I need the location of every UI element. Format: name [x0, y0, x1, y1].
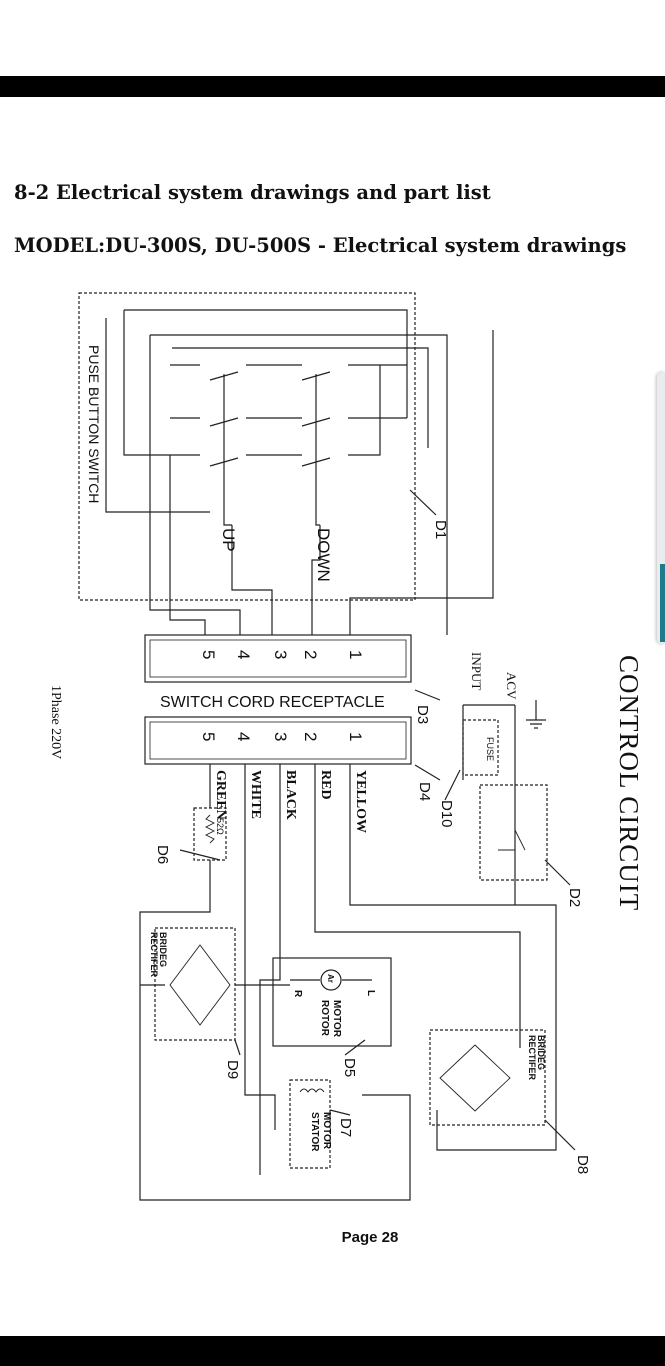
wire-red: RED	[318, 770, 333, 800]
model-subheading: MODEL:DU-300S, DU-500S - Electrical syst…	[14, 234, 627, 257]
pin-3-top: 3	[271, 650, 290, 659]
receptacle-d4	[144, 716, 412, 765]
ref-d3: D3	[414, 705, 431, 724]
ref-d8: D8	[574, 1155, 591, 1174]
electrical-diagram: CONTROL CIRCUIT PUSE BUTTON SWITCH UP DO…	[48, 292, 644, 1201]
rectifier-right-label-1: BRIDEG	[536, 1035, 546, 1070]
fuse-box	[462, 719, 499, 776]
bridge-rectifier-right	[429, 1029, 546, 1126]
phase-label: 1Phase 220V	[48, 685, 63, 759]
switch-d2-box	[479, 784, 548, 881]
control-circuit-label: CONTROL CIRCUIT	[614, 655, 644, 911]
ref-d10: D10	[438, 800, 455, 828]
terminal-l-label: L	[365, 990, 376, 996]
fuse-label: FUSE	[485, 737, 495, 761]
page-number: Page 28	[341, 1229, 399, 1246]
ref-d5: D5	[341, 1058, 358, 1077]
up-label: UP	[219, 528, 238, 552]
pin-1-bottom: 1	[346, 732, 365, 741]
ref-d4: D4	[416, 782, 433, 801]
ref-d6: D6	[154, 845, 171, 864]
pin-4-top: 4	[234, 650, 253, 659]
stator-label: STATOR	[309, 1112, 320, 1152]
resistor-label: 52Ω	[215, 818, 225, 835]
motor-label-rotor: MOTOR	[331, 1000, 342, 1038]
pin-3-bottom: 3	[271, 732, 290, 741]
wire-green: GREEN	[213, 770, 228, 820]
pin-2-top: 2	[301, 650, 320, 659]
acv-label: ACV	[504, 672, 519, 700]
rectifier-left-label-2: RECTIFER	[149, 932, 159, 978]
side-panel-accent	[660, 564, 665, 642]
armature-label: Ar	[326, 974, 335, 983]
pin-1-top: 1	[346, 650, 365, 659]
side-panel-handle[interactable]	[657, 372, 665, 644]
ref-d7: D7	[337, 1118, 354, 1137]
rotor-label: ROTOR	[319, 1000, 330, 1037]
ref-d2: D2	[566, 888, 583, 907]
wire-black: BLACK	[283, 770, 298, 820]
resistor-box	[193, 807, 227, 861]
ref-d9: D9	[224, 1060, 241, 1079]
receptacle-d3	[144, 634, 412, 683]
rectifier-right-label-2: RECTIFER	[527, 1035, 537, 1081]
pin-5-bottom: 5	[199, 732, 218, 741]
wire-white: WHITE	[248, 770, 263, 819]
pin-4-bottom: 4	[234, 732, 253, 741]
motor-stator-box	[289, 1079, 331, 1169]
bottom-black-bar	[0, 1336, 665, 1366]
motor-label-stator: MOTOR	[321, 1112, 332, 1150]
switch-cord-receptacle-label: SWITCH CORD RECEPTACLE	[160, 694, 385, 711]
bridge-rectifier-left	[154, 927, 236, 1041]
push-button-switch-box	[78, 292, 416, 601]
down-label: DOWN	[314, 528, 333, 582]
pin-2-bottom: 2	[301, 732, 320, 741]
top-black-bar	[0, 76, 665, 97]
section-heading: 8-2 Electrical system drawings and part …	[14, 181, 491, 204]
rectifier-left-label-1: BRIDEG	[158, 932, 168, 967]
pin-5-top: 5	[199, 650, 218, 659]
wire-yellow: YELLOW	[353, 770, 368, 833]
ref-d1: D1	[432, 520, 449, 539]
terminal-r-label: R	[292, 990, 303, 998]
input-label: INPUT	[469, 652, 484, 690]
push-button-switch-label: PUSE BUTTON SWITCH	[86, 345, 102, 503]
motor-rotor-box	[272, 957, 392, 1047]
